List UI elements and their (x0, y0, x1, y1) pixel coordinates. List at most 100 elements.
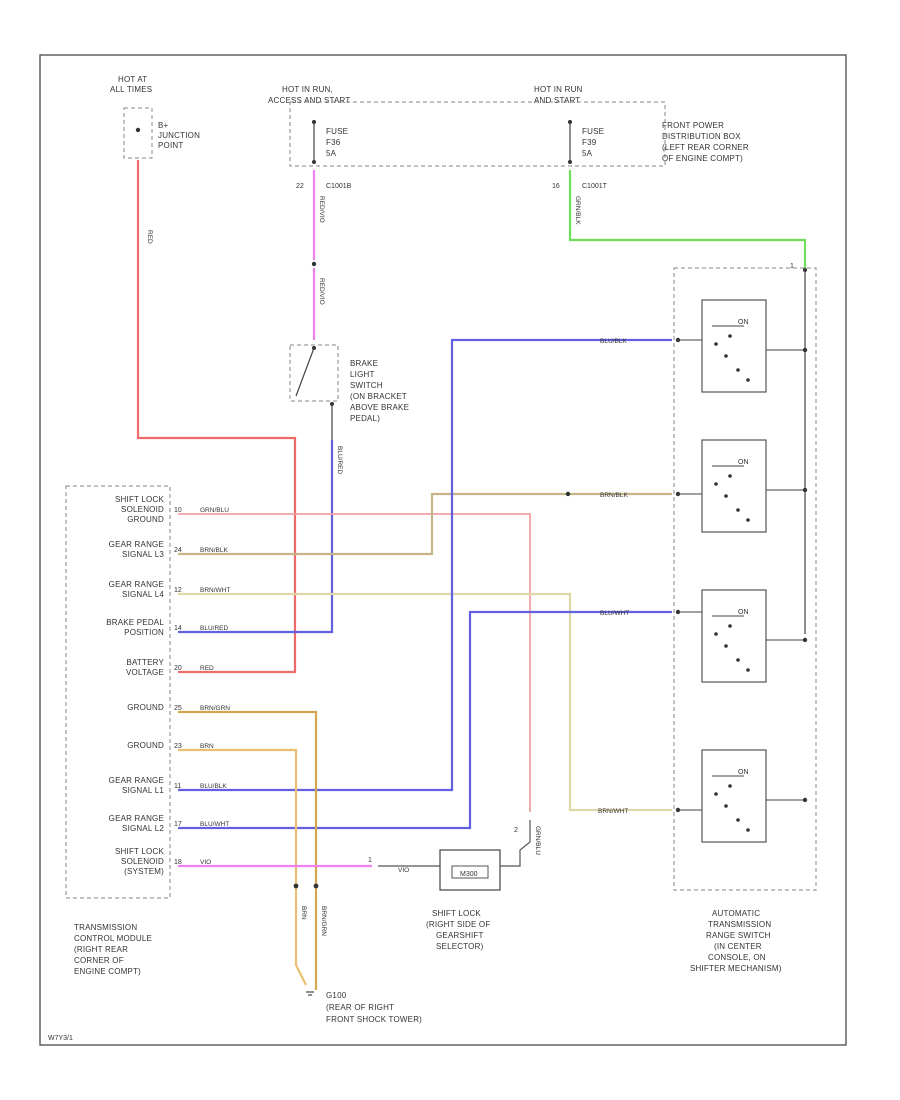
trs-on-label: ON (738, 319, 749, 326)
brake-switch-contact (295, 347, 315, 397)
svg-text:(LEFT REAR CORNER: (LEFT REAR CORNER (662, 143, 749, 152)
fuse-2-bottom-terminal (568, 160, 572, 164)
tcm-pin-label: SOLENOID (121, 857, 164, 866)
tcm-pin-number: 25 (174, 705, 182, 712)
svg-text:BRAKE: BRAKE (350, 359, 378, 368)
tcm-pin-label: GROUND (127, 515, 164, 524)
tcm-pin-label: GEAR RANGE (109, 814, 164, 823)
tcm-wire-label: BLU/WHT (200, 821, 229, 828)
wire-tan-gear-l3 (178, 492, 672, 556)
svg-text:FUSE: FUSE (582, 127, 604, 136)
splice-tan (565, 491, 571, 497)
tcm-pin-label: GEAR RANGE (109, 540, 164, 549)
hot-in-run-acc-label: HOT IN RUN, ACCESS AND START (268, 85, 350, 105)
trs-on-label: ON (738, 459, 749, 466)
wire-label-trs-tan: BRN/BLK (600, 492, 628, 499)
junction-point-label: B+ JUNCTION POINT (158, 121, 200, 150)
wire-shift-lock-return (500, 820, 531, 867)
svg-text:SWITCH: SWITCH (350, 381, 383, 390)
trs-section-3 (701, 589, 767, 683)
trs-bus-splice (802, 797, 808, 803)
wire-red-battery (136, 160, 297, 674)
trs-contact-point (736, 658, 740, 662)
svg-text:SELECTOR): SELECTOR) (436, 942, 484, 951)
svg-text:TRANSMISSION: TRANSMISSION (708, 920, 771, 929)
trs-contact-point (714, 342, 718, 346)
wire-label-blue-brake: BLU/RED (336, 446, 343, 474)
trs-box (673, 267, 817, 891)
wire-green-trs-feed (568, 170, 807, 268)
trs-on-label: ON (738, 769, 749, 776)
trs-on-label: ON (738, 609, 749, 616)
wire-label-pink-mid: RED/VIO (318, 278, 325, 305)
tcm-pin-number: 14 (174, 625, 182, 632)
tcm-pin-number: 20 (174, 665, 182, 672)
svg-text:AND START: AND START (534, 96, 580, 105)
tcm-pin-number: 10 (174, 507, 182, 514)
trs-bus-splice (802, 347, 808, 353)
wire-ground-brn-grn (178, 710, 318, 990)
brake-switch-box (289, 344, 339, 402)
trs-contact-point (728, 784, 732, 788)
tcm-box (65, 485, 171, 899)
svg-text:(ON BRACKET: (ON BRACKET (350, 392, 407, 401)
trs-contact-point (746, 518, 750, 522)
svg-text:SHIFT LOCK: SHIFT LOCK (432, 909, 481, 918)
tcm-pin-number: 23 (174, 743, 182, 750)
svg-text:ALL TIMES: ALL TIMES (110, 85, 152, 94)
tcm-pin-label: SHIFT LOCK (115, 847, 164, 856)
svg-text:HOT AT: HOT AT (118, 75, 147, 84)
svg-text:PEDAL): PEDAL) (350, 414, 380, 423)
wire-label-trs-blue-top: BLU/BLK (600, 338, 627, 345)
footer-code: W7Y3/1 (48, 1035, 73, 1042)
tcm-wire-label: BLU/RED (200, 625, 228, 632)
shift-lock-pin-1: 1 (368, 857, 372, 864)
tcm-pin-number: 24 (174, 547, 182, 554)
brake-switch-label: BRAKE LIGHT SWITCH (ON BRACKET ABOVE BRA… (350, 359, 409, 423)
trs-contact-point (724, 494, 728, 498)
trs-contact-point (736, 368, 740, 372)
wire-label-ground-brn: BRN (300, 906, 307, 920)
svg-text:FRONT POWER: FRONT POWER (662, 121, 724, 130)
svg-text:ABOVE BRAKE: ABOVE BRAKE (350, 403, 409, 412)
shift-lock-coil (451, 865, 489, 879)
tcm-wire-label: BRN/BLK (200, 547, 228, 554)
splice-ground-2 (313, 883, 319, 889)
shift-lock-pin-2: 2 (514, 827, 518, 834)
svg-text:5A: 5A (326, 149, 337, 158)
trs-contact-point (736, 818, 740, 822)
tcm-pin-label: SIGNAL L2 (122, 824, 164, 833)
trs-contact-point (746, 828, 750, 832)
svg-text:F36: F36 (326, 138, 341, 147)
trs-contact-point (724, 354, 728, 358)
fuse-2-label: FUSE F39 5A (582, 127, 604, 158)
shift-lock-box (439, 849, 501, 891)
tcm-pin-label: GEAR RANGE (109, 776, 164, 785)
wire-label-red: RED (146, 230, 153, 244)
tcm-pin-label: BATTERY (126, 658, 164, 667)
svg-text:CONTROL MODULE: CONTROL MODULE (74, 934, 152, 943)
tcm-wire-label: BRN (200, 743, 214, 750)
shift-lock-coil-label: M300 (460, 871, 478, 878)
trs-contact-point (714, 792, 718, 796)
trs-contact-point (728, 474, 732, 478)
trs-contact-point (714, 482, 718, 486)
svg-text:(REAR OF RIGHT: (REAR OF RIGHT (326, 1003, 394, 1012)
trs-contact-point (728, 624, 732, 628)
tcm-pin-label: SOLENOID (121, 505, 164, 514)
trs-feed-pin: 1 (790, 263, 794, 270)
tcm-pin-label: VOLTAGE (126, 668, 164, 677)
svg-text:OF ENGINE COMPT): OF ENGINE COMPT) (662, 154, 743, 163)
wire-label-shiftlock-pink: VIO (398, 867, 409, 874)
svg-text:POINT: POINT (158, 141, 183, 150)
trs-section-1 (701, 299, 767, 393)
connector-1-name: C1001B (326, 183, 352, 190)
svg-text:DISTRIBUTION BOX: DISTRIBUTION BOX (662, 132, 741, 141)
svg-text:ACCESS AND START: ACCESS AND START (268, 96, 350, 105)
ground-caption: G100 (REAR OF RIGHT FRONT SHOCK TOWER) (326, 991, 422, 1024)
hot-in-run-start-label: HOT IN RUN AND START (534, 85, 582, 105)
trs-contact-point (728, 334, 732, 338)
fuse-1-top-terminal (312, 120, 316, 124)
wire-label-green: GRN/BLK (574, 196, 581, 225)
